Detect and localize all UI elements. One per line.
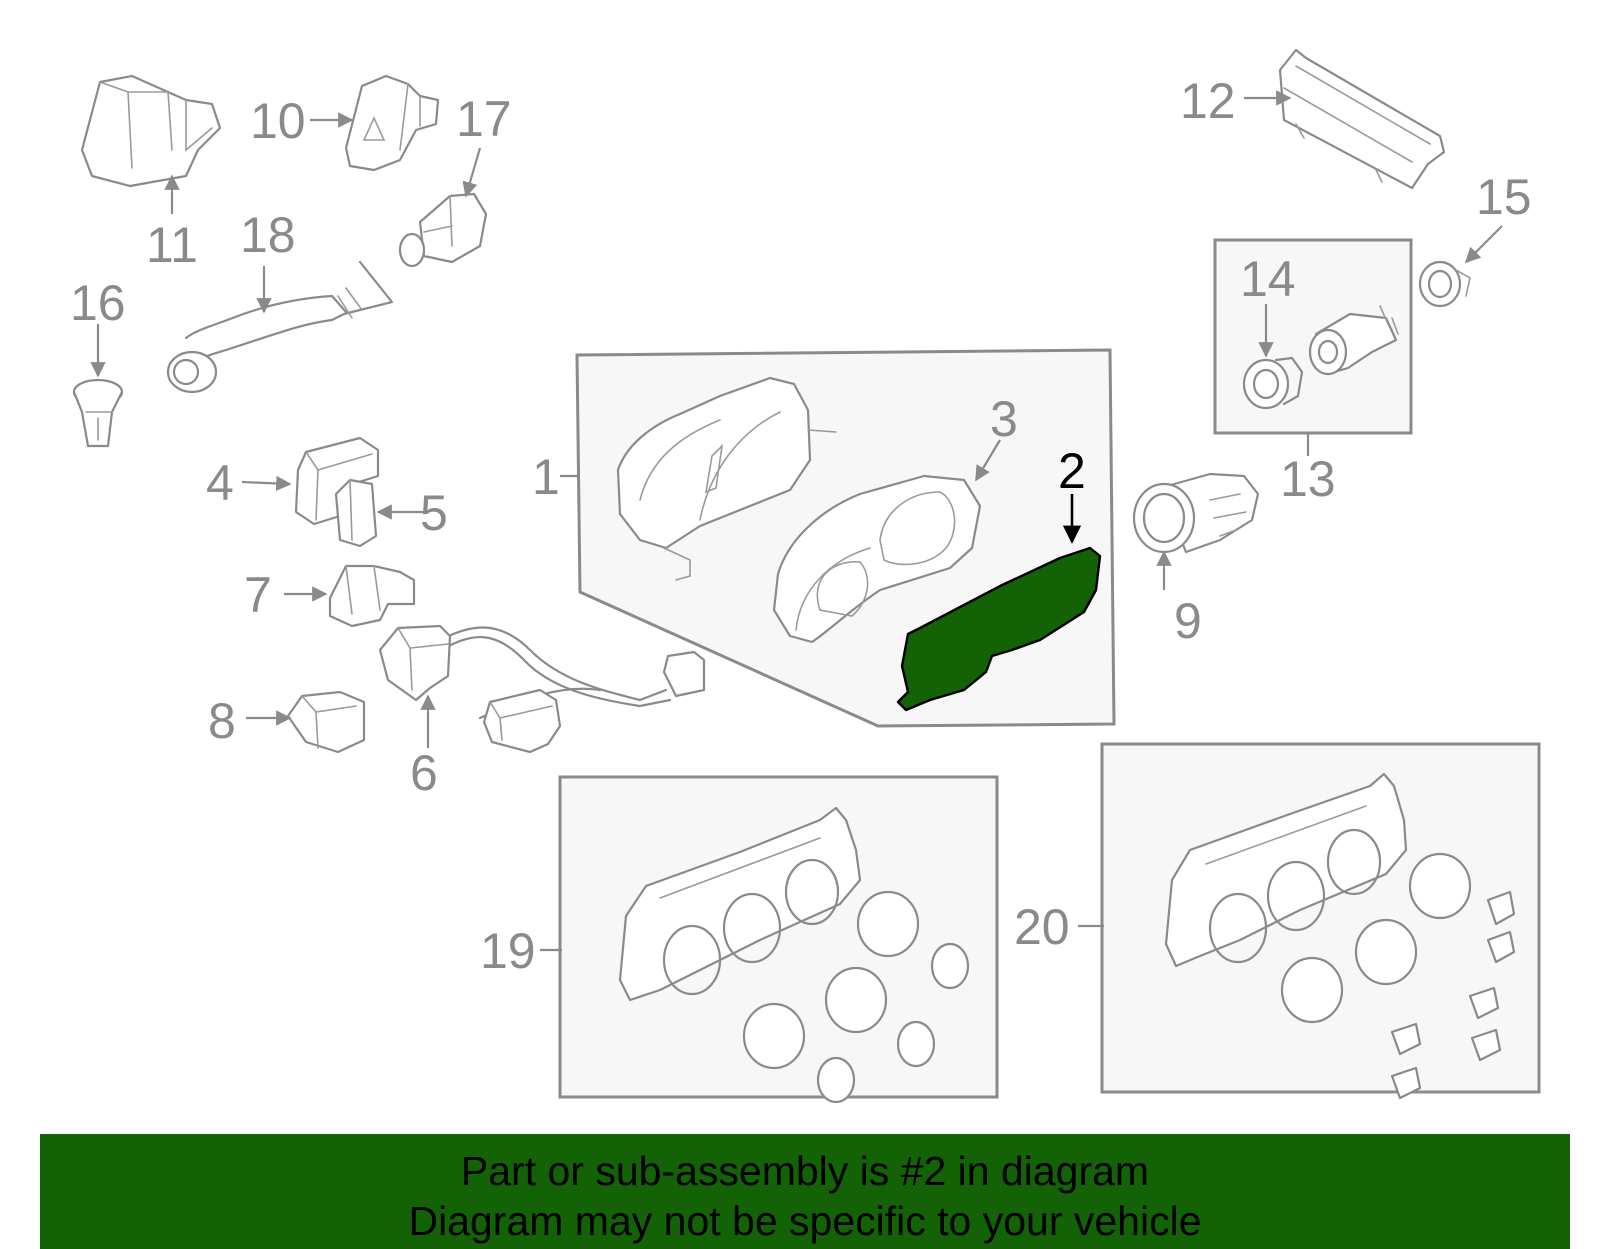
callout-9: 9: [1174, 593, 1202, 649]
callout-13: 13: [1280, 451, 1336, 507]
callout-6: 6: [410, 745, 438, 801]
part-9-knob: [1132, 472, 1260, 554]
info-banner: Part or sub-assembly is #2 in diagram Di…: [40, 1134, 1570, 1249]
callout-17: 17: [456, 91, 512, 147]
leader-4: [241, 475, 292, 492]
callout-12: 12: [1180, 73, 1236, 129]
part-5-switch: [334, 478, 378, 548]
part-1-cluster-housing: [616, 376, 837, 581]
part-15-bezel-ring: [1418, 260, 1471, 308]
part-14-lighter-knob: [1242, 356, 1304, 410]
callout-15: 15: [1476, 169, 1532, 225]
part-18-hose: [166, 260, 394, 394]
leader-15: [1464, 225, 1503, 264]
callout-5: 5: [420, 485, 448, 541]
callout-19: 19: [480, 923, 536, 979]
leader-17: [462, 147, 482, 198]
part-19-climate-control: [618, 806, 970, 1104]
callout-20: 20: [1014, 899, 1070, 955]
part-13-power-outlet: [1308, 305, 1399, 376]
part-20-climate-control: [1164, 772, 1516, 1100]
callout-18: 18: [240, 207, 296, 263]
part-2-highlight-shape: [896, 546, 1102, 712]
part-2-cluster-cover: [896, 546, 1102, 712]
part-16-clip: [72, 378, 124, 448]
part-8-switch: [286, 690, 366, 754]
callout-4: 4: [206, 455, 234, 511]
callout-10: 10: [250, 93, 306, 149]
part-4-switch: [294, 436, 380, 526]
banner-line-disclaimer: Diagram may not be specific to your vehi…: [408, 1198, 1202, 1244]
callout-8: 8: [208, 693, 236, 749]
leader-3: [975, 439, 1001, 482]
part-12-module: [1278, 48, 1446, 190]
part-11-switch: [80, 74, 222, 188]
callout-14: 14: [1240, 251, 1296, 307]
callout-11: 11: [146, 217, 198, 273]
callout-7: 7: [244, 567, 272, 623]
callout-3: 3: [990, 391, 1018, 447]
part-17-sensor: [398, 192, 488, 268]
part-10-hazard-switch: [344, 74, 440, 172]
callout-2: 2: [1058, 443, 1086, 499]
part-3-lens-frame: [772, 474, 982, 644]
part-7-switch: [328, 564, 416, 628]
banner-line-part: Part or sub-assembly is #2 in diagram: [460, 1148, 1150, 1194]
part-6-harness: [378, 624, 706, 754]
callout-16: 16: [70, 275, 126, 331]
callout-1: 1: [532, 449, 560, 505]
